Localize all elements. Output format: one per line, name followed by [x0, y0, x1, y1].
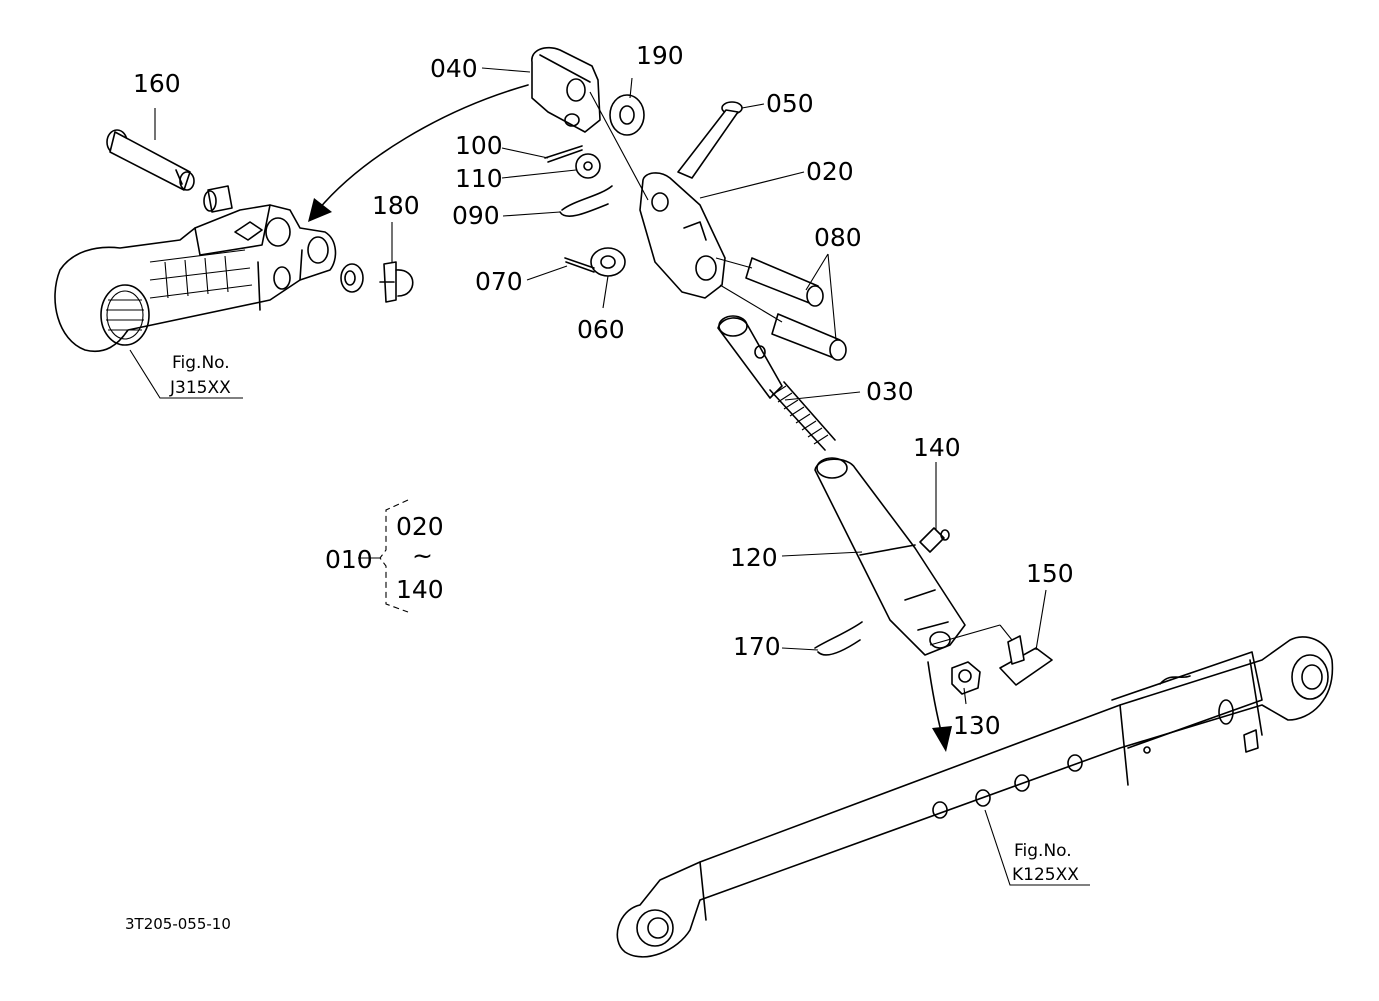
label-090: 090 — [452, 201, 500, 230]
label-080: 080 — [814, 223, 862, 252]
right-fig-label: Fig.No. — [1014, 841, 1072, 861]
part-150-drawing — [999, 635, 1053, 686]
label-170: 170 — [733, 632, 781, 661]
end-block-040-drawing — [531, 46, 601, 133]
assembly-range-sep: ~ — [412, 541, 433, 570]
washer-110-drawing — [575, 153, 601, 179]
label-050: 050 — [766, 89, 814, 118]
label-160: 160 — [133, 69, 181, 98]
bushing-drawing — [203, 185, 233, 213]
assembly-label: 010 — [325, 545, 373, 574]
left-fig-number: J315XX — [169, 378, 231, 398]
assembly-bracket — [358, 499, 409, 613]
assembly-range-end: 140 — [396, 575, 444, 604]
pins-080-drawing — [745, 257, 847, 361]
label-190: 190 — [636, 41, 684, 70]
label-070: 070 — [475, 267, 523, 296]
arrow-to-lift-arm — [317, 84, 529, 211]
pin-160-drawing — [106, 129, 195, 191]
label-140: 140 — [913, 433, 961, 462]
arrow-head-lower-link — [932, 726, 952, 752]
diagram-code: 3T205-055-10 — [125, 915, 231, 933]
leader-lines — [129, 67, 1090, 886]
collar-drawing — [340, 263, 364, 293]
nut-130-drawing — [951, 661, 981, 695]
cotter-100-drawing — [544, 145, 583, 163]
assembly-guidelines — [589, 91, 1013, 646]
label-040: 040 — [430, 54, 478, 83]
threaded-tube-030-drawing — [717, 315, 836, 451]
label-130: 130 — [953, 711, 1001, 740]
label-180: 180 — [372, 191, 420, 220]
clip-170-drawing — [814, 621, 863, 656]
left-fig-label: Fig.No. — [172, 353, 230, 373]
clip-090-drawing — [559, 185, 613, 217]
arrow-to-lower-link — [927, 661, 943, 736]
body-tube-120-drawing — [814, 457, 966, 656]
clevis-020-drawing — [639, 172, 726, 299]
pin-050-drawing — [677, 101, 743, 179]
arrow-head-lift-arm — [308, 198, 332, 222]
lynch-pin-180-drawing — [379, 261, 414, 303]
cotter-pin-070-drawing — [564, 257, 595, 273]
right-fig-number: K125XX — [1012, 865, 1079, 885]
label-100: 100 — [455, 131, 503, 160]
lower-link-drawing — [616, 636, 1334, 958]
label-060: 060 — [577, 315, 625, 344]
label-120: 120 — [730, 543, 778, 572]
label-110: 110 — [455, 164, 503, 193]
label-020: 020 — [806, 157, 854, 186]
grease-nipple-140-drawing — [919, 527, 950, 553]
label-030: 030 — [866, 377, 914, 406]
washer-190-drawing — [609, 94, 645, 136]
lift-arm-drawing — [54, 204, 337, 352]
assembly-range-start: 020 — [396, 512, 444, 541]
washer-060-drawing — [590, 247, 626, 277]
label-150: 150 — [1026, 559, 1074, 588]
